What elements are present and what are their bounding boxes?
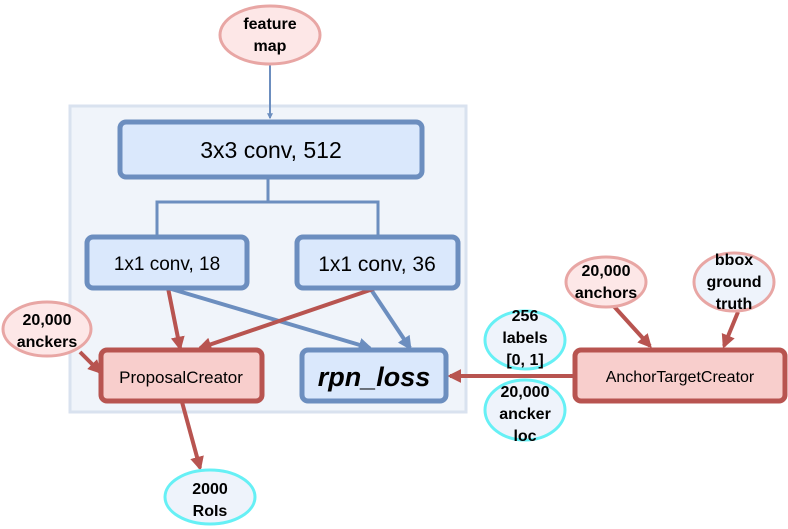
bbox-line3: truth	[716, 296, 752, 313]
anckers-left-node: 20,000 anckers	[1, 300, 93, 358]
ancker-loc-line1: 20,000	[501, 384, 550, 401]
feature-map-node: feature map	[218, 4, 322, 66]
edge-conv18-to-proposal	[166, 287, 185, 351]
anckers-left-line2: anckers	[17, 334, 78, 351]
bbox-ground-truth-node: bbox ground truth	[692, 251, 776, 313]
anchor-target-creator-label: AnchorTargetCreator	[606, 369, 755, 386]
edge-anchors-to-anchortarget	[608, 300, 652, 349]
feature-map-label-line2: map	[254, 38, 287, 55]
conv1x1-18-node: 1x1 conv, 18	[84, 234, 250, 291]
rois-node: 2000 RoIs	[163, 468, 257, 526]
edge-conv3x3-to-branch36	[268, 200, 380, 237]
conv1x1-36-label: 1x1 conv, 36	[318, 253, 436, 276]
rpn-loss-label: rpn_loss	[318, 362, 431, 392]
anchors-right-line2: anchors	[575, 285, 637, 302]
anckers-left-line1: 20,000	[23, 312, 72, 329]
conv3x3-label: 3x3 conv, 512	[200, 137, 342, 163]
bbox-line1: bbox	[715, 252, 753, 269]
ancker-loc-node: 20,000 ancker loc	[483, 378, 567, 445]
conv3x3-node: 3x3 conv, 512	[117, 119, 425, 180]
proposal-creator-label: ProposalCreator	[119, 368, 243, 387]
conv1x1-36-node: 1x1 conv, 36	[294, 234, 461, 291]
labels-line2: labels	[502, 330, 547, 347]
anchor-target-creator-node: AnchorTargetCreator	[572, 347, 788, 404]
feature-map-label-line1: feature	[243, 16, 296, 33]
rpn-loss-node: rpn_loss	[299, 347, 449, 404]
edge-proposal-to-rois	[180, 401, 204, 471]
conv1x1-18-label: 1x1 conv, 18	[114, 254, 220, 275]
labels-node: 256 labels [0, 1]	[483, 308, 567, 371]
anchors-right-line1: 20,000	[582, 263, 631, 280]
edge-anckers-to-proposal	[78, 350, 102, 374]
edge-conv18-to-rpnloss	[167, 286, 373, 352]
rois-line2: RoIs	[193, 503, 228, 520]
labels-line1: 256	[512, 308, 539, 325]
anchors-right-node: 20,000 anchors	[564, 255, 648, 309]
edge-bbox-to-anchortarget	[721, 311, 740, 349]
edge-conv36-to-proposal	[197, 286, 377, 352]
edge-conv36-to-rpnloss	[368, 286, 412, 351]
ancker-loc-line3: loc	[513, 428, 536, 445]
ancker-loc-line2: ancker	[499, 406, 551, 423]
bbox-line2: ground	[706, 274, 761, 291]
proposal-creator-node: ProposalCreator	[98, 347, 265, 404]
edge-conv3x3-to-branches	[155, 177, 270, 237]
labels-line3: [0, 1]	[506, 352, 543, 369]
rois-line1: 2000	[192, 481, 228, 498]
